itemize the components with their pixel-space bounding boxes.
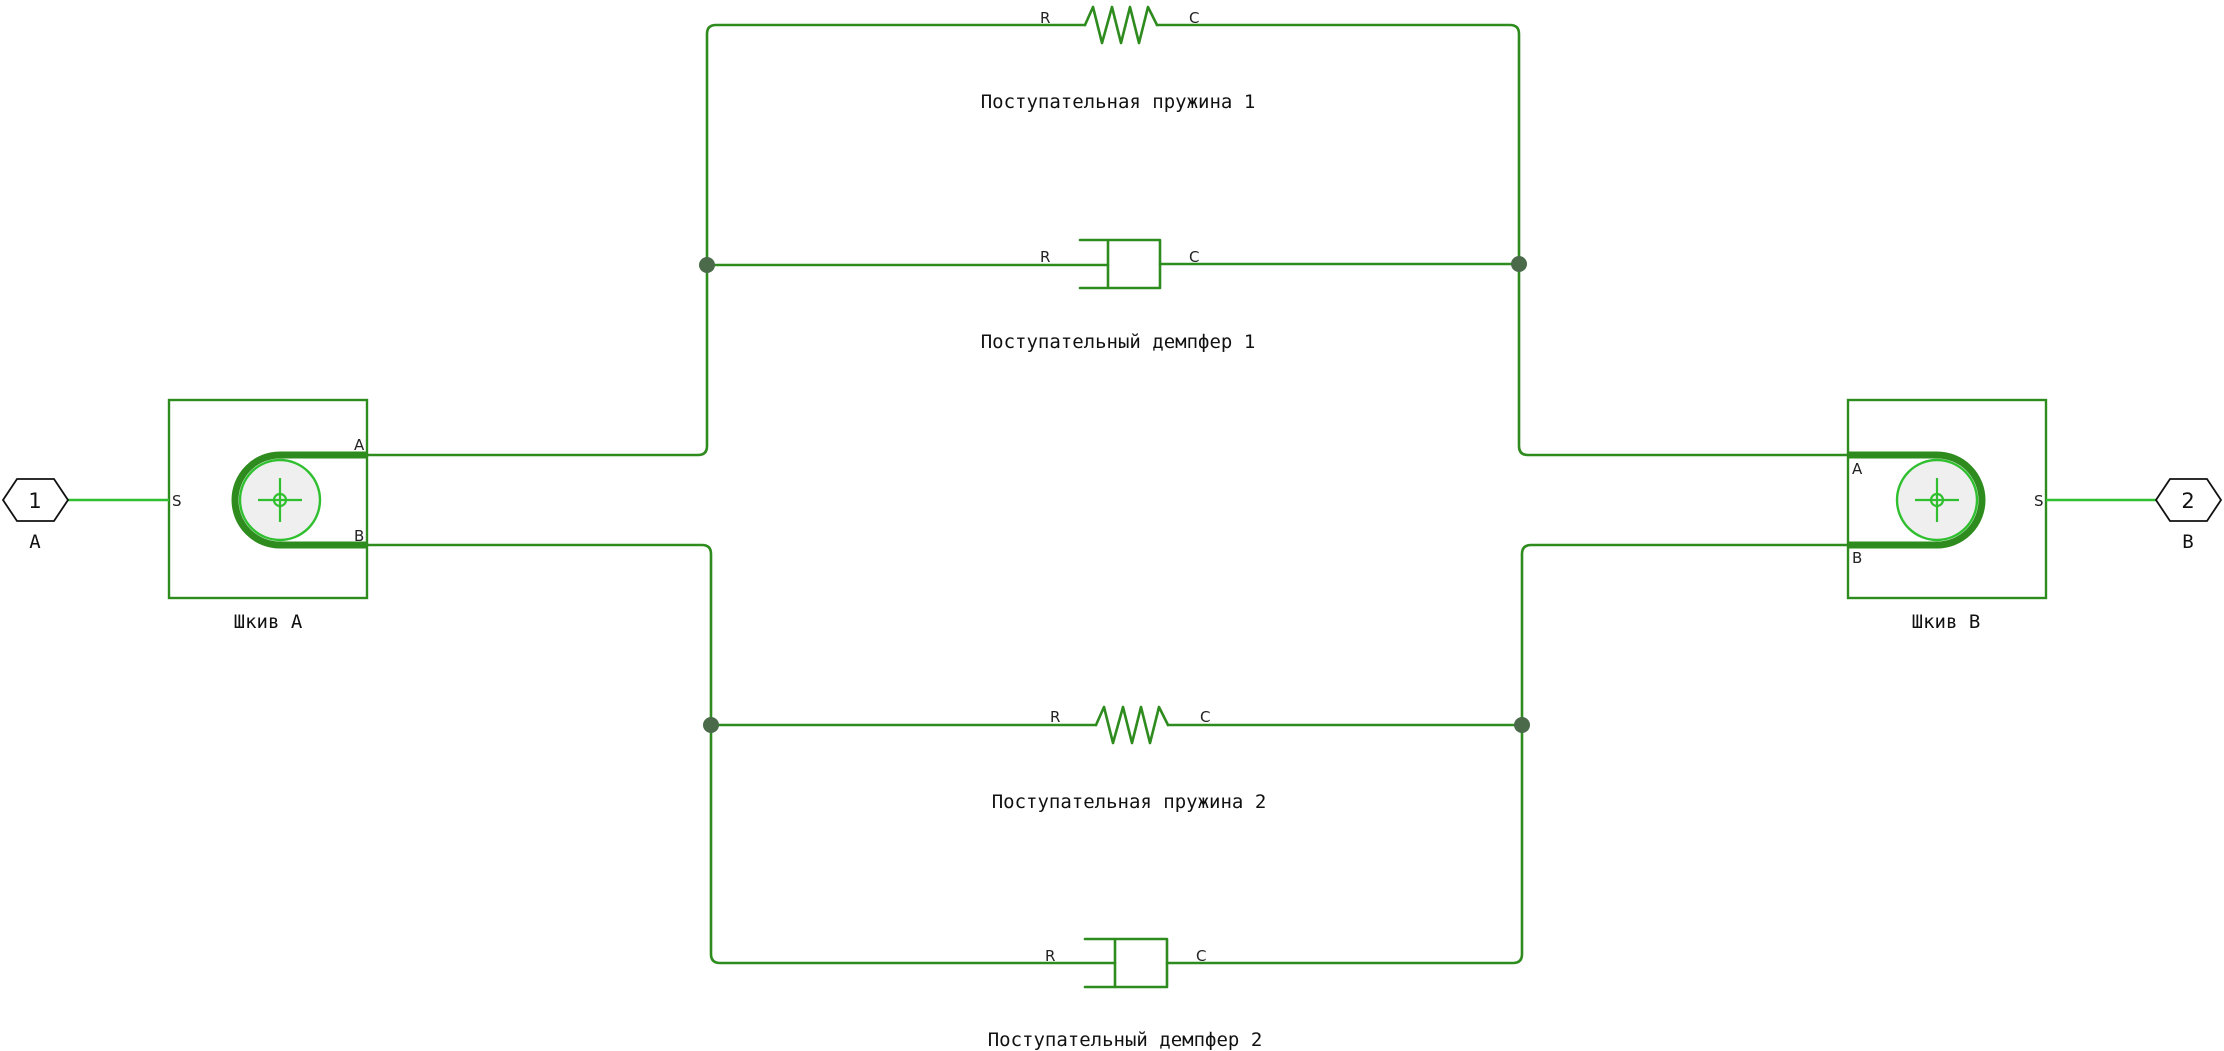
port-2-hexagon-icon xyxy=(2154,478,2223,522)
wire-spring1-c[interactable] xyxy=(1155,23,1850,457)
junction-upper-left xyxy=(699,257,715,273)
damper-2-port-c: C xyxy=(1196,947,1206,965)
spring-2-label: Поступательная пружина 2 xyxy=(992,791,1267,813)
spring-2-icon xyxy=(1094,705,1170,745)
spring-2-block[interactable]: R C Поступательная пружина 2 xyxy=(992,705,1267,813)
port-2-number: 2 xyxy=(2181,489,2194,513)
pulley-a-crosshair-icon xyxy=(258,478,302,522)
port-1-label: A xyxy=(29,531,41,553)
pulley-b-port-a: A xyxy=(1852,460,1863,478)
port-2-label: B xyxy=(2182,531,2193,553)
pulley-a-belt xyxy=(231,451,367,549)
wire-pulley-a-port-a[interactable] xyxy=(365,23,1087,457)
damper-1-icon xyxy=(1078,238,1162,290)
damper-2-label: Поступательный демпфер 2 xyxy=(988,1029,1263,1051)
pulley-a-label: Шкив A xyxy=(234,611,303,633)
damper-2-icon xyxy=(1083,937,1169,989)
junction-lower-left xyxy=(703,717,719,733)
input-port-1[interactable]: 1 A xyxy=(1,478,169,553)
pulley-a-block[interactable]: A B S Шкив A xyxy=(167,398,369,633)
damper-1-port-r: R xyxy=(1040,248,1050,266)
pulley-b-belt xyxy=(1848,451,1986,549)
wire-pulley-a-port-b[interactable] xyxy=(365,543,1117,965)
junction-upper-right xyxy=(1511,256,1527,272)
connections xyxy=(365,23,1850,965)
port-1-number: 1 xyxy=(28,489,41,513)
pulley-b-crosshair-icon xyxy=(1915,478,1959,522)
pulley-b-block[interactable]: A B S Шкив B xyxy=(1846,398,2048,633)
wire-pulley-b-port-b[interactable] xyxy=(1165,543,1850,965)
pulley-a-port-a: A xyxy=(354,436,365,454)
input-port-2[interactable]: 2 B xyxy=(2046,478,2223,553)
spring-1-port-r: R xyxy=(1040,9,1050,27)
port-1-hexagon-icon xyxy=(1,478,70,522)
spring-1-block[interactable]: R C Поступательная пружина 1 xyxy=(981,5,1256,113)
damper-1-label: Поступательный демпфер 1 xyxy=(981,331,1256,353)
spring-2-port-c: C xyxy=(1200,708,1210,726)
pulley-b-port-b: B xyxy=(1852,549,1862,567)
spring-1-port-c: C xyxy=(1189,9,1199,27)
pulley-a-port-s: S xyxy=(172,492,182,510)
pulley-a-port-b: B xyxy=(354,527,364,545)
spring-1-label: Поступательная пружина 1 xyxy=(981,91,1256,113)
spring-2-port-r: R xyxy=(1050,708,1060,726)
damper-2-port-r: R xyxy=(1045,947,1055,965)
pulley-b-port-s: S xyxy=(2034,492,2044,510)
pulley-b-label: Шкив B xyxy=(1912,611,1981,633)
damper-1-port-c: C xyxy=(1189,248,1199,266)
junctions xyxy=(699,256,1530,733)
junction-lower-right xyxy=(1514,717,1530,733)
spring-1-icon xyxy=(1083,5,1159,45)
damper-1-block[interactable]: R C Поступательный демпфер 1 xyxy=(981,238,1256,353)
damper-2-block[interactable]: R C Поступательный демпфер 2 xyxy=(988,937,1263,1051)
